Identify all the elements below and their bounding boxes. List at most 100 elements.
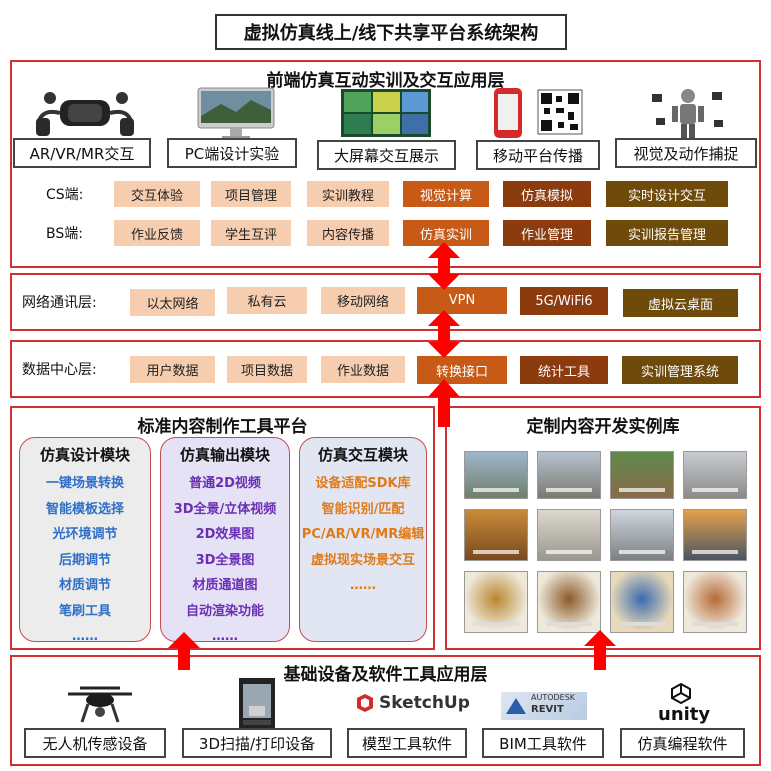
- data-item-homework: 作业数据: [321, 356, 405, 383]
- network-item-5g: 5G/WiFi6: [520, 287, 608, 315]
- revit-wordmark: REVIT: [531, 704, 564, 715]
- module-output-item: ……: [212, 629, 238, 644]
- unity-wordmark: unity: [658, 704, 711, 725]
- up-arrow-base-to-tools: [168, 632, 200, 670]
- case-thumbnail: [537, 451, 601, 499]
- network-item-ethernet: 以太网络: [130, 289, 215, 316]
- datacenter-label: 数据中心层:: [22, 362, 97, 378]
- case-thumbnail: [537, 509, 601, 561]
- base-layer-title: 基础设备及软件工具应用层: [283, 665, 488, 685]
- network-item-cloud-desktop: 虚拟云桌面: [623, 289, 738, 317]
- base-item-drone: 无人机传感设备: [24, 728, 166, 758]
- data-item-interface: 转换接口: [417, 356, 507, 384]
- case-thumbnail: [683, 509, 747, 561]
- base-item-3d-scan-print: 3D扫描/打印设备: [182, 728, 332, 758]
- bs-item-2: 学生互评: [211, 220, 291, 246]
- module-output: 仿真输出模块 普通2D视频 3D全景/立体视频 2D效果图 3D全景图 材质通道…: [160, 437, 290, 644]
- frontend-layer-title: 前端仿真互动实训及交互应用层: [266, 71, 505, 91]
- case-thumbnail: [464, 509, 528, 561]
- drone-icon: [68, 686, 132, 723]
- data-item-training-system: 实训管理系统: [622, 356, 738, 384]
- device-label-ar-vr-mr: AR/VR/MR交互: [13, 138, 151, 168]
- data-item-user: 用户数据: [130, 356, 215, 383]
- network-item-private-cloud: 私有云: [227, 287, 307, 314]
- double-arrow-frontend-network: [428, 242, 460, 290]
- cs-label: CS端:: [46, 187, 84, 203]
- 3d-printer-icon: [239, 678, 275, 728]
- module-output-item: 普通2D视频: [189, 476, 261, 491]
- up-arrow-base-to-library: [584, 630, 616, 670]
- phone-qrcode-icon: [494, 88, 583, 138]
- module-design-item: 后期调节: [58, 552, 111, 568]
- cs-item-4: 视觉计算: [403, 181, 489, 207]
- revit-mark-icon: [506, 698, 526, 714]
- revit-brand: AUTODESK: [531, 693, 576, 702]
- module-output-item: 2D效果图: [195, 527, 255, 542]
- module-interaction-item: 虚拟现实场景交互: [310, 552, 415, 568]
- sketchup-logo-icon: SketchUp: [354, 692, 470, 714]
- module-design-title: 仿真设计模块: [39, 446, 130, 464]
- revit-logo-icon: AUTODESK REVIT: [501, 692, 587, 720]
- bs-item-4: 仿真实训: [403, 220, 489, 246]
- module-output-item: 材质通道图: [192, 578, 258, 593]
- module-output-item: 自动渲染功能: [185, 603, 264, 619]
- module-interaction-item: 设备适配SDK库: [315, 476, 411, 491]
- motion-capture-icon: [652, 89, 723, 138]
- case-library-title: 定制内容开发实例库: [526, 417, 680, 437]
- base-item-bim-tools: BIM工具软件: [482, 728, 604, 758]
- module-design-item: 光环境调节: [52, 527, 118, 542]
- cs-item-6: 实时设计交互: [606, 181, 728, 207]
- module-design-item: 智能模板选择: [45, 501, 124, 517]
- bs-item-3: 内容传播: [307, 220, 389, 246]
- display-wall-icon: [341, 89, 431, 137]
- network-item-vpn: VPN: [417, 287, 507, 314]
- cs-item-3: 实训教程: [307, 181, 389, 207]
- module-design-item: ……: [72, 629, 98, 644]
- case-thumbnail: [610, 571, 674, 633]
- device-label-pc: PC端设计实验: [167, 138, 297, 168]
- cs-item-2: 项目管理: [211, 181, 291, 207]
- module-design-item: 材质调节: [58, 578, 111, 593]
- diagram-title: 虚拟仿真线上/线下共享平台系统架构: [215, 14, 567, 50]
- data-item-project: 项目数据: [227, 356, 307, 383]
- bs-label: BS端:: [46, 226, 83, 242]
- module-interaction-item: PC/AR/VR/MR编辑: [301, 527, 425, 542]
- sketchup-wordmark: SketchUp: [379, 693, 470, 713]
- unity-cube-icon: [671, 682, 691, 704]
- device-label-motion: 视觉及动作捕捉: [615, 138, 757, 168]
- case-thumbnail: [683, 451, 747, 499]
- vr-headset-icon: [36, 92, 134, 136]
- module-interaction: 仿真交互模块 设备适配SDK库 智能识别/匹配 PC/AR/VR/MR编辑 虚拟…: [299, 437, 427, 642]
- device-label-mobile: 移动平台传播: [476, 140, 600, 170]
- case-thumbnail: [610, 509, 674, 561]
- bs-item-5: 作业管理: [503, 220, 591, 246]
- bs-item-6: 实训报告管理: [606, 220, 728, 246]
- imac-icon: [197, 87, 275, 139]
- bs-item-1: 作业反馈: [114, 220, 200, 246]
- sketchup-mark-icon: [357, 694, 373, 712]
- up-arrow-to-datacenter: [428, 379, 460, 427]
- case-thumbnail: [683, 571, 747, 633]
- unity-logo-icon: unity: [652, 682, 712, 730]
- base-item-sim-programming: 仿真编程软件: [620, 728, 745, 758]
- module-design-item: 一键场景转换: [45, 476, 124, 491]
- case-thumbnail: [537, 571, 601, 633]
- module-design-item: 笔刷工具: [58, 603, 111, 619]
- case-gallery: [462, 449, 752, 639]
- case-thumbnail: [464, 571, 528, 633]
- network-label: 网络通讯层:: [22, 295, 97, 311]
- case-thumbnail: [610, 451, 674, 499]
- module-design: 仿真设计模块 一键场景转换 智能模板选择 光环境调节 后期调节 材质调节 笔刷工…: [19, 437, 151, 644]
- module-interaction-item: 智能识别/匹配: [321, 501, 405, 517]
- module-output-item: 3D全景/立体视频: [173, 501, 277, 517]
- module-interaction-item: ……: [350, 578, 376, 593]
- cs-item-5: 仿真模拟: [503, 181, 591, 207]
- data-item-statistics: 统计工具: [520, 356, 608, 384]
- module-output-item: 3D全景图: [195, 552, 255, 568]
- device-label-bigscreen: 大屏幕交互展示: [317, 140, 456, 170]
- double-arrow-network-datacenter: [428, 310, 460, 358]
- network-item-mobile: 移动网络: [321, 287, 405, 314]
- module-output-title: 仿真输出模块: [179, 446, 270, 464]
- tool-platform-title: 标准内容制作工具平台: [137, 417, 308, 437]
- base-item-model-tools: 模型工具软件: [347, 728, 467, 758]
